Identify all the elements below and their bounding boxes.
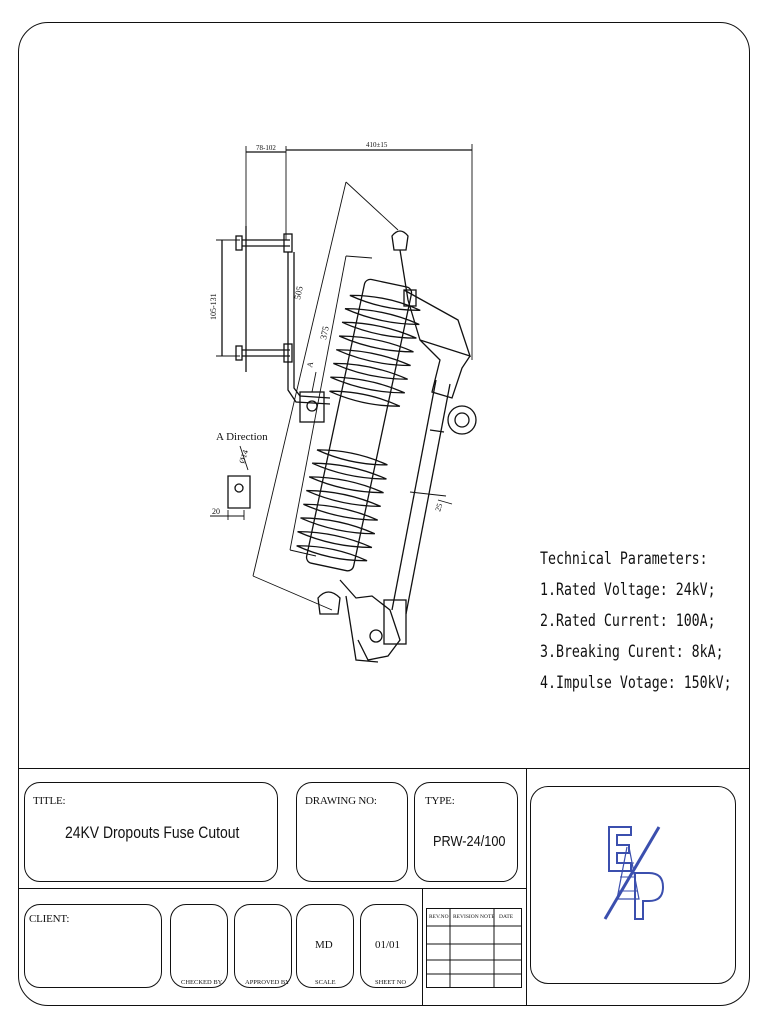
a-arrow-label: A	[305, 361, 315, 369]
technical-parameters: Technical Parameters: 1.Rated Voltage: 2…	[540, 544, 732, 699]
drawing-no-label: DRAWING NO:	[305, 795, 377, 807]
parameter-item: 2.Rated Current: 100A;	[540, 611, 716, 631]
title-block-top-rule	[18, 768, 750, 769]
checked-by-box: CHECKED BY	[170, 904, 228, 988]
revision-header-rev-no: REV.NO	[429, 914, 449, 920]
drawing-no-box: DRAWING NO:	[296, 782, 408, 882]
dim-375: 375	[318, 325, 331, 341]
dim-20: 20	[212, 507, 220, 516]
parameter-item: 4.Impulse Votage: 150kV;	[540, 673, 732, 693]
dim-410: 410±15	[366, 141, 388, 149]
approved-by-label: APPROVED BY	[245, 979, 290, 986]
title-block-logo-divider	[526, 768, 527, 1006]
type-value: PRW-24/100	[433, 833, 506, 850]
approved-by-box: APPROVED BY	[234, 904, 292, 988]
client-box: CLIENT:	[24, 904, 162, 988]
dim-105-131: 105-131	[209, 293, 218, 320]
title-block-revision-divider	[422, 888, 423, 1006]
revision-table: REV.NO REVISION NOTE DATE	[426, 908, 522, 988]
checked-by-label: CHECKED BY	[181, 979, 223, 986]
revision-table-grid	[426, 908, 522, 988]
parameter-item: 3.Breaking Curent: 8kA;	[540, 642, 724, 662]
logo-box	[530, 786, 736, 984]
type-label: TYPE:	[425, 795, 455, 807]
scale-label: SCALE	[315, 979, 336, 986]
a-direction-label: A Direction	[216, 431, 268, 443]
title-value: 24KV Dropouts Fuse Cutout	[65, 823, 240, 842]
revision-header-date: DATE	[499, 914, 514, 920]
dim-78-102: 78-102	[256, 144, 276, 152]
parameters-heading: Technical Parameters:	[540, 549, 708, 569]
type-box: TYPE: PRW-24/100	[414, 782, 518, 882]
parameter-item: 1.Rated Voltage: 24kV;	[540, 580, 716, 600]
title-block-middle-rule	[18, 888, 526, 889]
title-box: TITLE: 24KV Dropouts Fuse Cutout	[24, 782, 278, 882]
dim-hole: Ø14	[237, 449, 250, 465]
sheet-no-box: 01/01 SHEET NO	[360, 904, 418, 988]
dim-505: 505	[292, 285, 305, 301]
scale-value: MD	[315, 939, 333, 951]
sheet-no-value: 01/01	[375, 939, 401, 951]
client-label: CLIENT:	[29, 913, 70, 925]
scale-box: MD SCALE	[296, 904, 354, 988]
sheet-no-label: SHEET NO	[375, 979, 407, 986]
drawing-sheet-border	[18, 22, 750, 1006]
dim-25: 25	[433, 502, 444, 512]
revision-header-note: REVISION NOTE	[453, 914, 495, 920]
title-label: TITLE:	[33, 795, 66, 807]
company-logo-icon	[603, 826, 665, 920]
